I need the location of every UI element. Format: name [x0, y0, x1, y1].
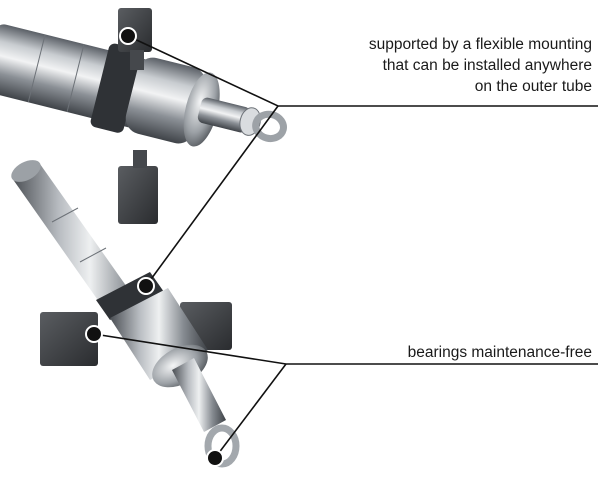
mounting-annotation-line-1: supported by a flexible mounting	[368, 36, 592, 53]
upper-mount-block-bottom	[118, 166, 158, 224]
marker-mount-top	[119, 27, 137, 45]
marker-bearing-eye	[206, 449, 224, 467]
marker-mount-lower	[137, 277, 155, 295]
mounting-annotation-line-3: on the outer tube	[474, 78, 592, 95]
bearings-annotation-line-1: bearings maintenance-free	[407, 344, 592, 361]
leader-bearings-lower	[214, 363, 287, 459]
lower-piston-rod	[172, 358, 226, 432]
upper-piston-rod	[197, 97, 251, 133]
bearings-annotation: bearings maintenance-free	[292, 342, 592, 363]
mounting-annotation: supported by a flexible mounting that ca…	[262, 34, 592, 97]
leader-lines	[93, 35, 598, 459]
mounting-annotation-line-2: that can be installed anywhere	[382, 57, 592, 74]
callout-markers	[85, 27, 224, 467]
upper-collar	[90, 43, 142, 133]
lower-actuator	[11, 160, 240, 468]
lower-mount-block-left	[40, 312, 98, 366]
lower-rod-eye	[204, 424, 240, 468]
upper-rod-eye	[252, 110, 287, 143]
leader-mounting-lower	[145, 105, 279, 287]
marker-bearing-left	[85, 325, 103, 343]
